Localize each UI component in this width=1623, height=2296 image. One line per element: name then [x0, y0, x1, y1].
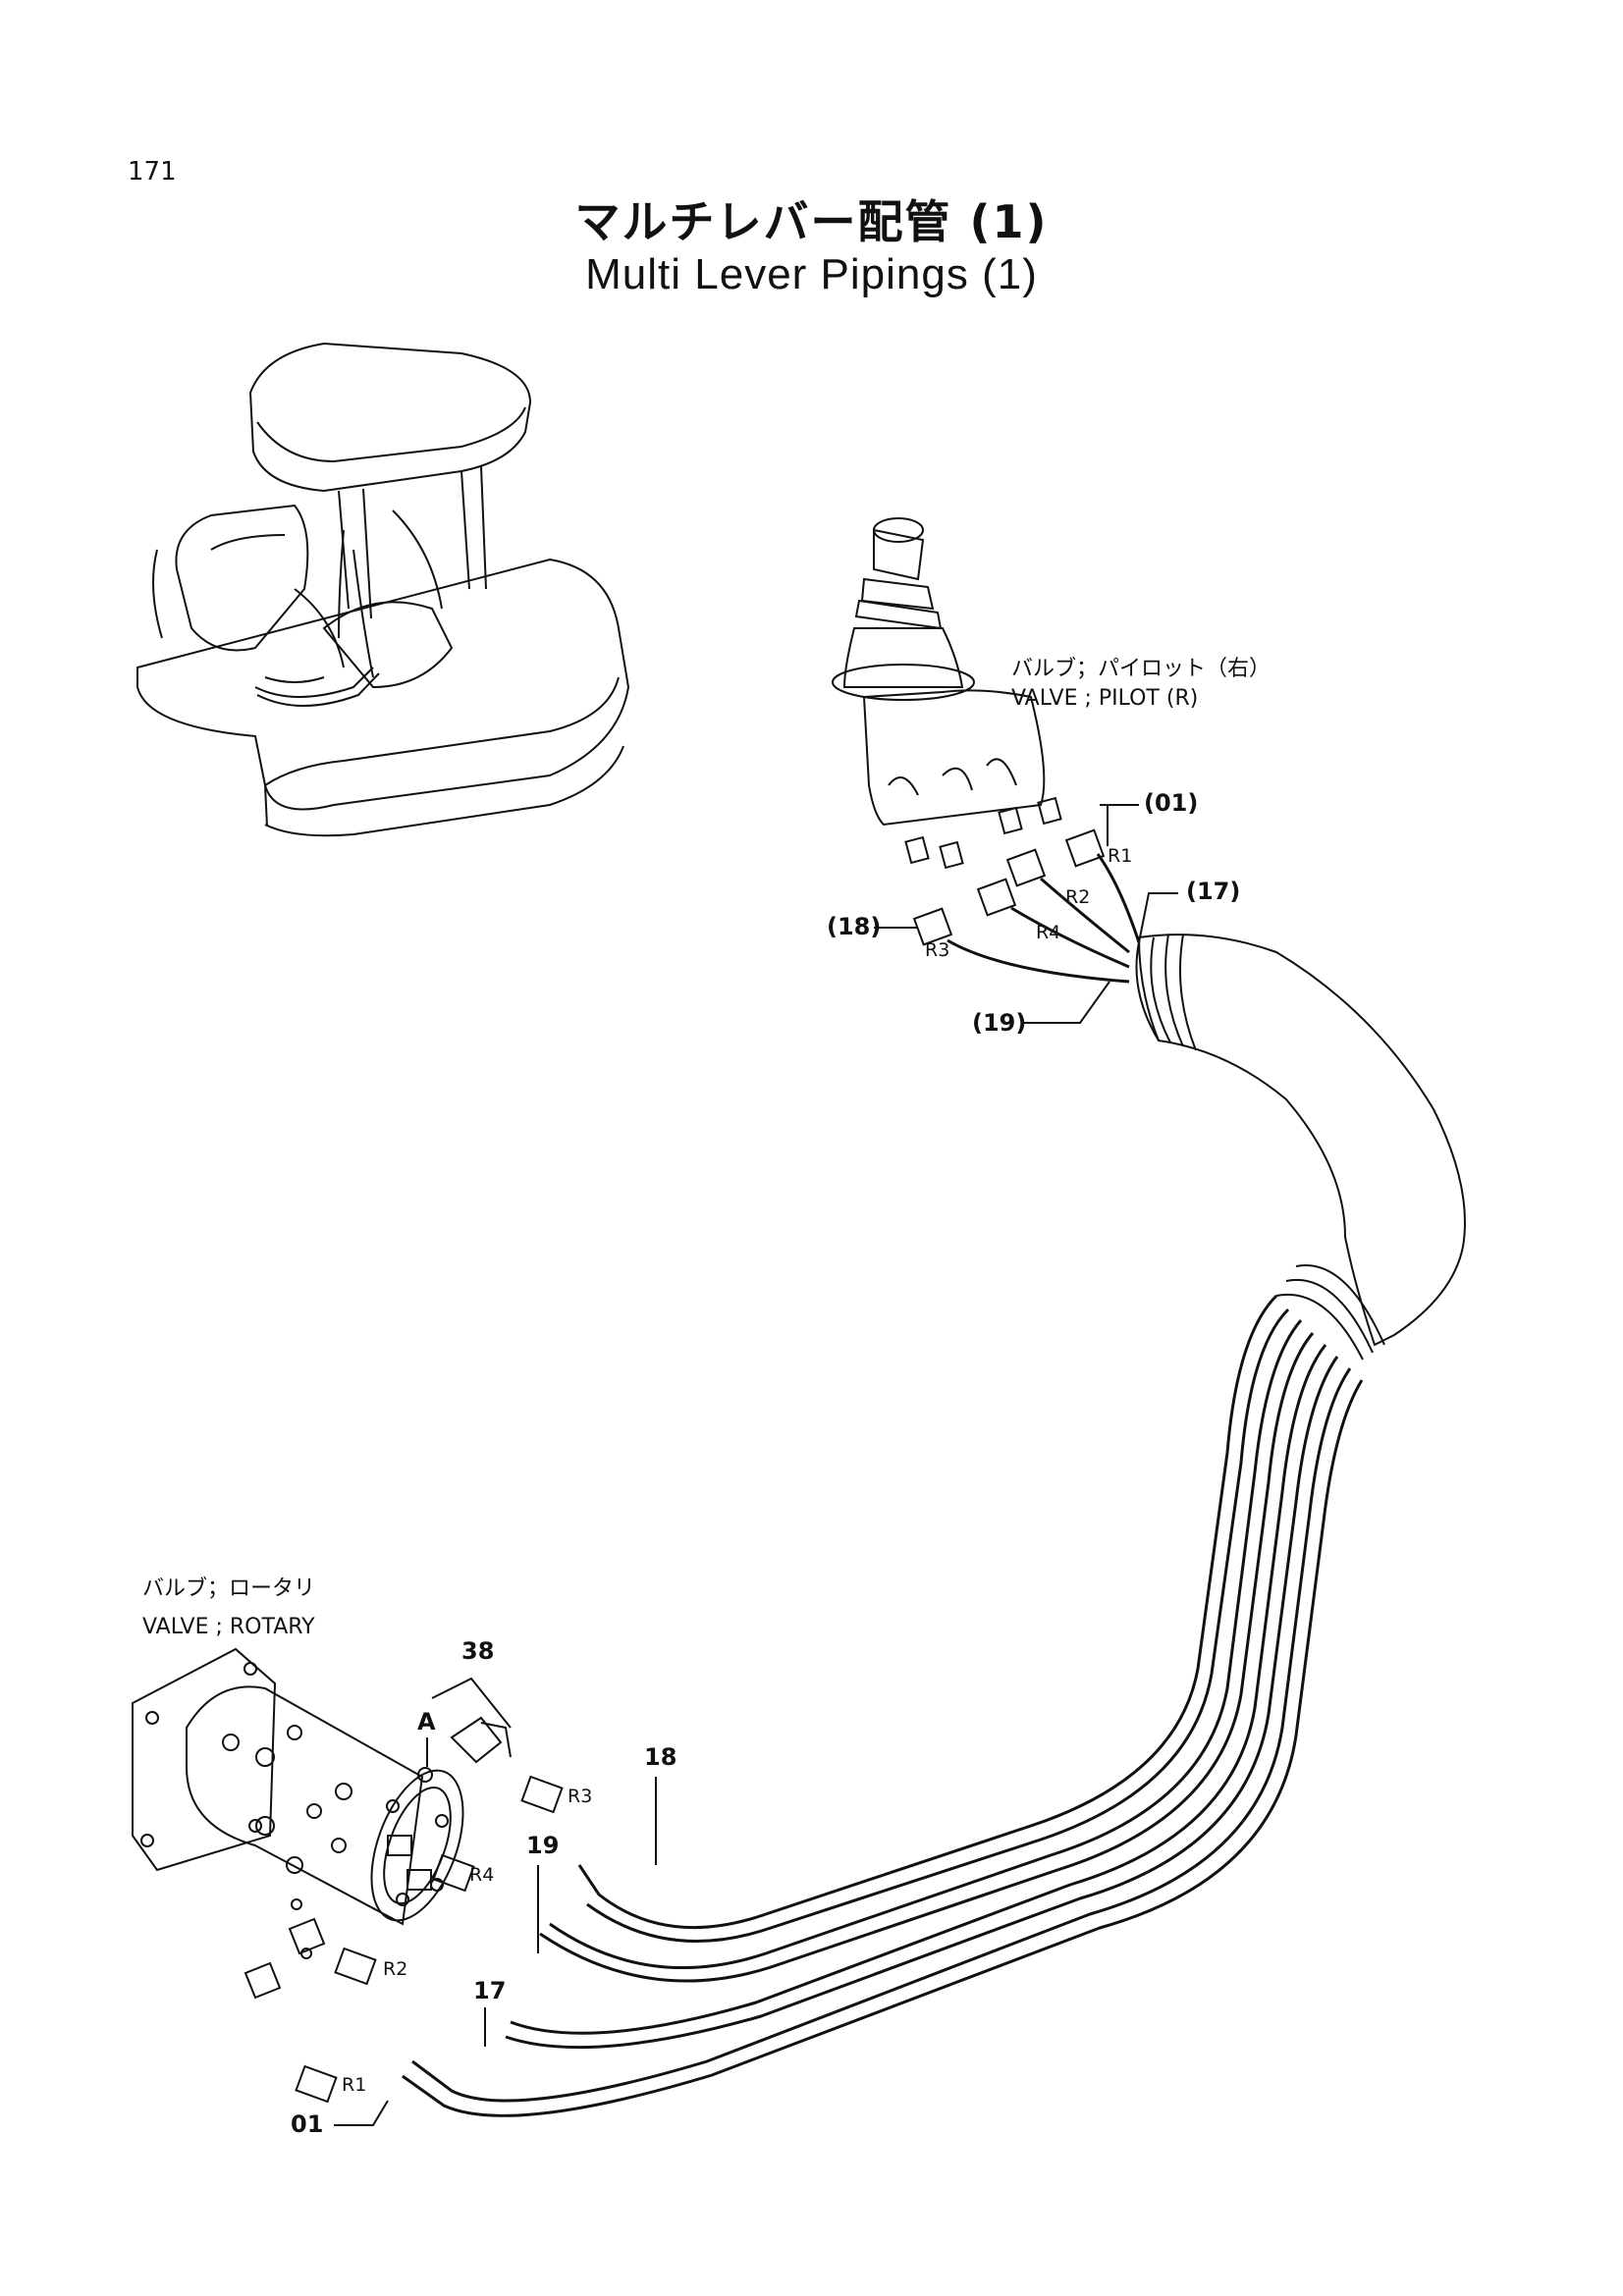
- port-r2-bottom: R2: [383, 1958, 407, 1980]
- page-number: 171: [128, 157, 177, 187]
- callout-17-top: (17): [1186, 878, 1240, 905]
- callout-19: 19: [526, 1832, 559, 1859]
- protective-sleeve: [1135, 934, 1466, 1361]
- callout-38: 38: [461, 1637, 494, 1665]
- port-r4-bottom: R4: [469, 1864, 494, 1886]
- rotary-valve: [132, 1647, 512, 2000]
- callout-a: A: [417, 1708, 436, 1735]
- port-r2-top: R2: [1065, 886, 1090, 908]
- pilot-valve-en-label: VALVE ; PILOT (R): [1011, 686, 1198, 711]
- pilot-port-fittings: [912, 828, 1106, 946]
- title-english: Multi Lever Pipings (1): [585, 250, 1038, 298]
- port-r4-top: R4: [1036, 922, 1060, 943]
- port-r1-bottom: R1: [342, 2074, 366, 2096]
- excavator-overview-illustration: [136, 342, 630, 837]
- port-r3-bottom: R3: [568, 1786, 592, 1807]
- rotary-hose-fittings: [295, 1775, 564, 2104]
- port-r1-top: R1: [1108, 845, 1132, 867]
- hoses-to-bundle: [947, 853, 1141, 984]
- callout-18-top: (18): [827, 913, 881, 940]
- callout-18: 18: [644, 1743, 676, 1771]
- long-hoses: [402, 1294, 1364, 2117]
- leader-lines: [334, 804, 1178, 2126]
- callout-19-top: (19): [972, 1009, 1026, 1037]
- callout-17: 17: [473, 1977, 506, 2004]
- title-japanese: マルチレバー配管 (1): [574, 195, 1049, 248]
- port-r3-top: R3: [925, 939, 949, 961]
- rotary-valve-jp-label: バルブ；ロータリ: [142, 1576, 315, 1601]
- pilot-valve-jp-label: バルブ；パイロット（右）: [1011, 657, 1271, 681]
- pilot-valve: [832, 517, 1062, 870]
- rotary-valve-en-label: VALVE ; ROTARY: [142, 1615, 315, 1639]
- callout-01: 01: [291, 2110, 323, 2138]
- callout-01-top: (01): [1144, 789, 1198, 817]
